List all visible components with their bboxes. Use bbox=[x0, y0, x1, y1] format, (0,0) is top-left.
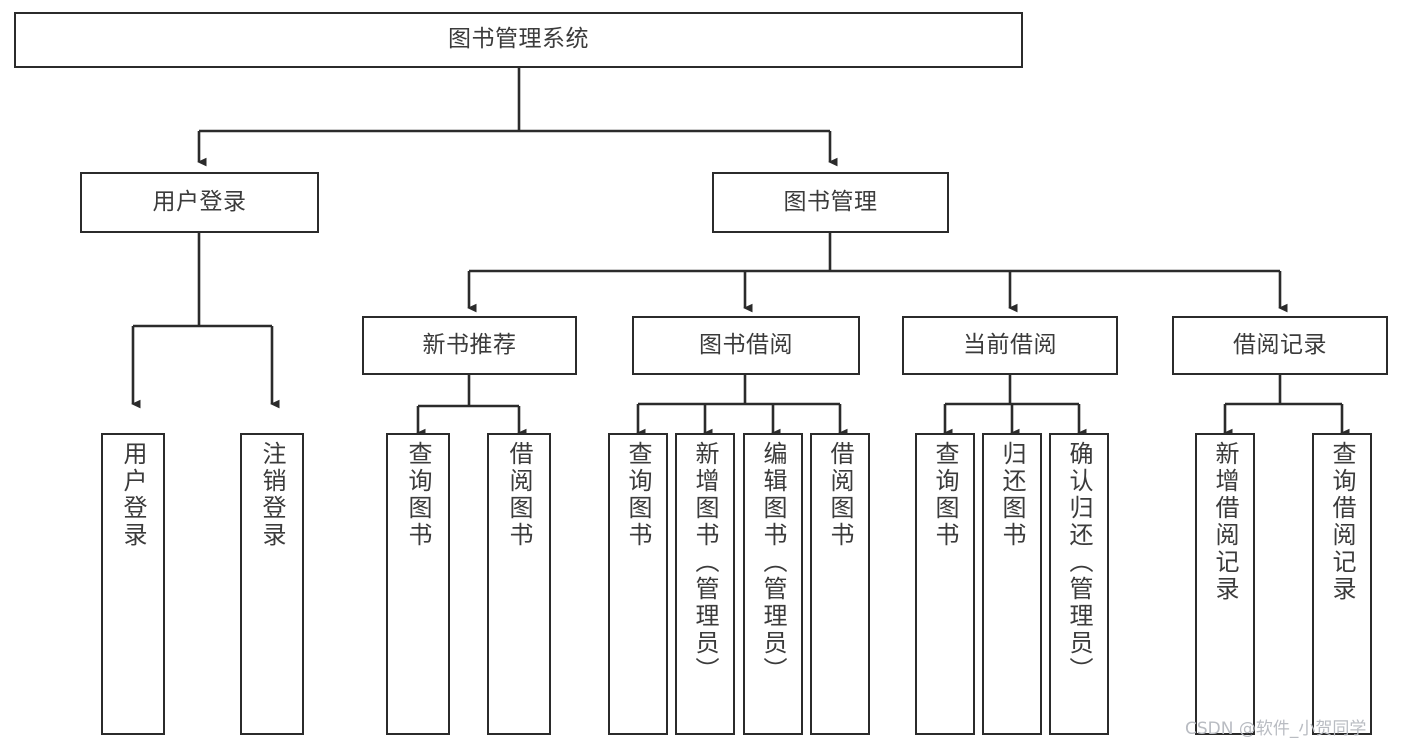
leaf-label: 用户登录 bbox=[119, 441, 147, 549]
node-label: 图书借阅 bbox=[699, 331, 793, 358]
node-new-book-recommend[interactable]: 新书推荐 bbox=[362, 316, 577, 375]
leaf-label: 归还图书 bbox=[998, 441, 1026, 549]
leaf-current-query-book[interactable]: 查询图书 bbox=[915, 433, 975, 735]
watermark-text: CSDN @软件_小贺同学 bbox=[1185, 719, 1367, 739]
node-label: 新书推荐 bbox=[422, 331, 517, 358]
leaf-borrow-edit-book-admin[interactable]: 编辑图书（管理员） bbox=[743, 433, 803, 735]
leaf-label: 查询图书 bbox=[624, 441, 652, 549]
node-borrow-records[interactable]: 借阅记录 bbox=[1172, 316, 1388, 375]
leaf-label: 新增图书（管理员） bbox=[691, 441, 719, 684]
node-label: 图书管理系统 bbox=[448, 26, 589, 53]
node-current-borrow[interactable]: 当前借阅 bbox=[902, 316, 1118, 375]
leaf-label: 确认归还（管理员） bbox=[1065, 441, 1093, 684]
leaf-records-add-record[interactable]: 新增借阅记录 bbox=[1195, 433, 1255, 735]
leaf-label: 查询图书 bbox=[404, 441, 432, 549]
node-book-borrow[interactable]: 图书借阅 bbox=[632, 316, 860, 375]
node-root-system[interactable]: 图书管理系统 bbox=[14, 12, 1023, 68]
node-label: 借阅记录 bbox=[1233, 331, 1327, 358]
leaf-user-login-signout[interactable]: 注销登录 bbox=[240, 433, 304, 735]
leaf-borrow-borrow-book[interactable]: 借阅图书 bbox=[810, 433, 870, 735]
leaf-label: 新增借阅记录 bbox=[1211, 441, 1239, 603]
node-user-login[interactable]: 用户登录 bbox=[80, 172, 319, 233]
leaf-current-confirm-return-admin[interactable]: 确认归还（管理员） bbox=[1049, 433, 1109, 735]
leaf-user-login-signin[interactable]: 用户登录 bbox=[101, 433, 165, 735]
leaf-new-book-query[interactable]: 查询图书 bbox=[386, 433, 450, 735]
leaf-label: 借阅图书 bbox=[505, 441, 533, 549]
node-label: 当前借阅 bbox=[963, 331, 1057, 358]
leaf-current-return-book[interactable]: 归还图书 bbox=[982, 433, 1042, 735]
node-label: 图书管理 bbox=[783, 188, 878, 215]
leaf-label: 编辑图书（管理员） bbox=[759, 441, 787, 684]
leaf-label: 注销登录 bbox=[258, 441, 286, 549]
leaf-label: 借阅图书 bbox=[826, 441, 854, 549]
leaf-records-query-record[interactable]: 查询借阅记录 bbox=[1312, 433, 1372, 735]
leaf-borrow-query-book[interactable]: 查询图书 bbox=[608, 433, 668, 735]
node-book-management[interactable]: 图书管理 bbox=[712, 172, 949, 233]
leaf-borrow-add-book-admin[interactable]: 新增图书（管理员） bbox=[675, 433, 735, 735]
leaf-new-book-borrow[interactable]: 借阅图书 bbox=[487, 433, 551, 735]
leaf-label: 查询借阅记录 bbox=[1328, 441, 1356, 603]
leaf-label: 查询图书 bbox=[931, 441, 959, 549]
node-label: 用户登录 bbox=[152, 188, 247, 215]
